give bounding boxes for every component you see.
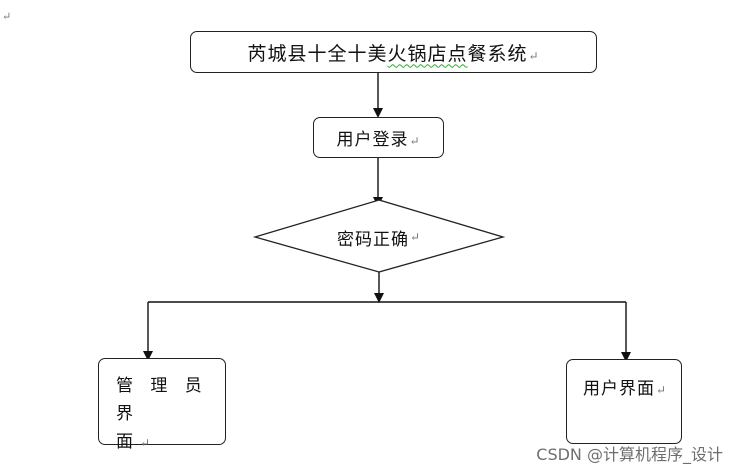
- admin-interface-label: 管 理 员 界 面↵: [116, 376, 208, 452]
- watermark: CSDN @计算机程序_设计: [536, 445, 723, 464]
- paragraph-mark: ↵: [2, 10, 12, 23]
- user-login-label: 用户登录↵: [336, 130, 421, 150]
- user-interface-box: 用户界面↵: [566, 359, 682, 444]
- title-box: 芮城县十全十美火锅店点餐系统↵: [190, 31, 597, 73]
- admin-interface-box: [98, 358, 226, 445]
- password-check-label: 密码正确↵: [336, 229, 422, 250]
- user-login-box: 用户登录↵: [313, 117, 444, 158]
- user-interface-label: 用户界面↵: [583, 379, 668, 399]
- title-label: 芮城县十全十美火锅店点餐系统↵: [247, 42, 540, 65]
